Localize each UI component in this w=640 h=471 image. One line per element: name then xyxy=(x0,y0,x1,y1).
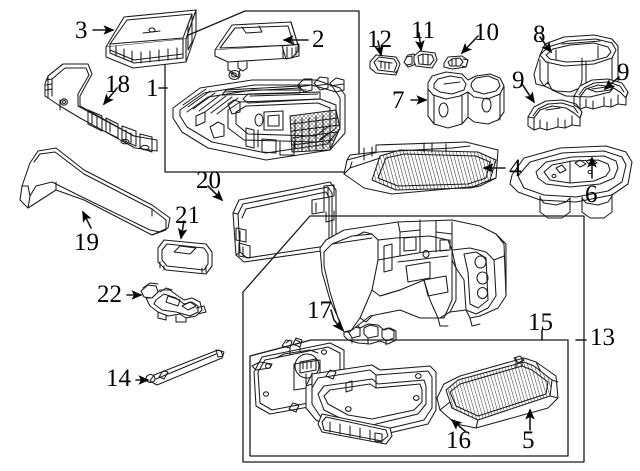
callout-22: 22 xyxy=(97,281,122,308)
callout-4: 4 xyxy=(509,155,522,182)
callout-12: 12 xyxy=(367,26,392,53)
part-11-clip-retainer xyxy=(403,50,438,69)
part-6-cupholder-trim xyxy=(509,145,633,219)
callout-8: 8 xyxy=(533,21,546,48)
part-3-tray-insert xyxy=(105,9,197,69)
part-12-switch xyxy=(369,54,401,76)
callout-5: 5 xyxy=(522,427,535,454)
part-16-storage-bin xyxy=(305,364,437,445)
leader-lines xyxy=(82,25,620,433)
callout-10: 10 xyxy=(474,19,499,46)
callout-1: 1 xyxy=(146,75,159,102)
callout-9-left: 9 xyxy=(512,67,525,94)
callout-19: 19 xyxy=(74,229,99,256)
part-7-cupholder-housing xyxy=(427,71,505,129)
callout-20: 20 xyxy=(196,167,221,194)
part-2-latch-cover xyxy=(214,21,300,80)
part-10-small-clip xyxy=(443,55,469,70)
group-box-15 xyxy=(249,339,569,457)
callout-21: 21 xyxy=(175,202,200,229)
callout-16: 16 xyxy=(446,427,471,454)
callout-13: 13 xyxy=(590,324,615,351)
part-18-side-trim xyxy=(44,63,158,153)
callout-6: 6 xyxy=(585,181,598,208)
callout-17: 17 xyxy=(307,297,332,324)
part-1-console-body xyxy=(172,76,346,161)
part-5-bin-mat xyxy=(436,355,559,429)
part-21-control-module xyxy=(157,239,213,275)
part-4-floor-mat xyxy=(343,141,499,195)
callout-14: 14 xyxy=(106,365,131,392)
callout-18: 18 xyxy=(105,71,130,98)
callout-11: 11 xyxy=(411,17,436,44)
part-17-bracket-clip xyxy=(343,323,397,346)
callout-7: 7 xyxy=(392,87,405,114)
group-box-13 xyxy=(242,215,585,463)
callout-2: 2 xyxy=(312,26,325,53)
callout-3: 3 xyxy=(75,17,88,44)
part-14-shaft-rod xyxy=(145,349,225,386)
part-9a-retainer-left xyxy=(527,99,583,131)
part-22-connector xyxy=(140,282,207,323)
part-19-center-trim xyxy=(19,147,171,236)
callout-9-right: 9 xyxy=(617,59,630,86)
callout-15: 15 xyxy=(528,309,553,336)
part-13-console-assembly xyxy=(319,219,507,333)
